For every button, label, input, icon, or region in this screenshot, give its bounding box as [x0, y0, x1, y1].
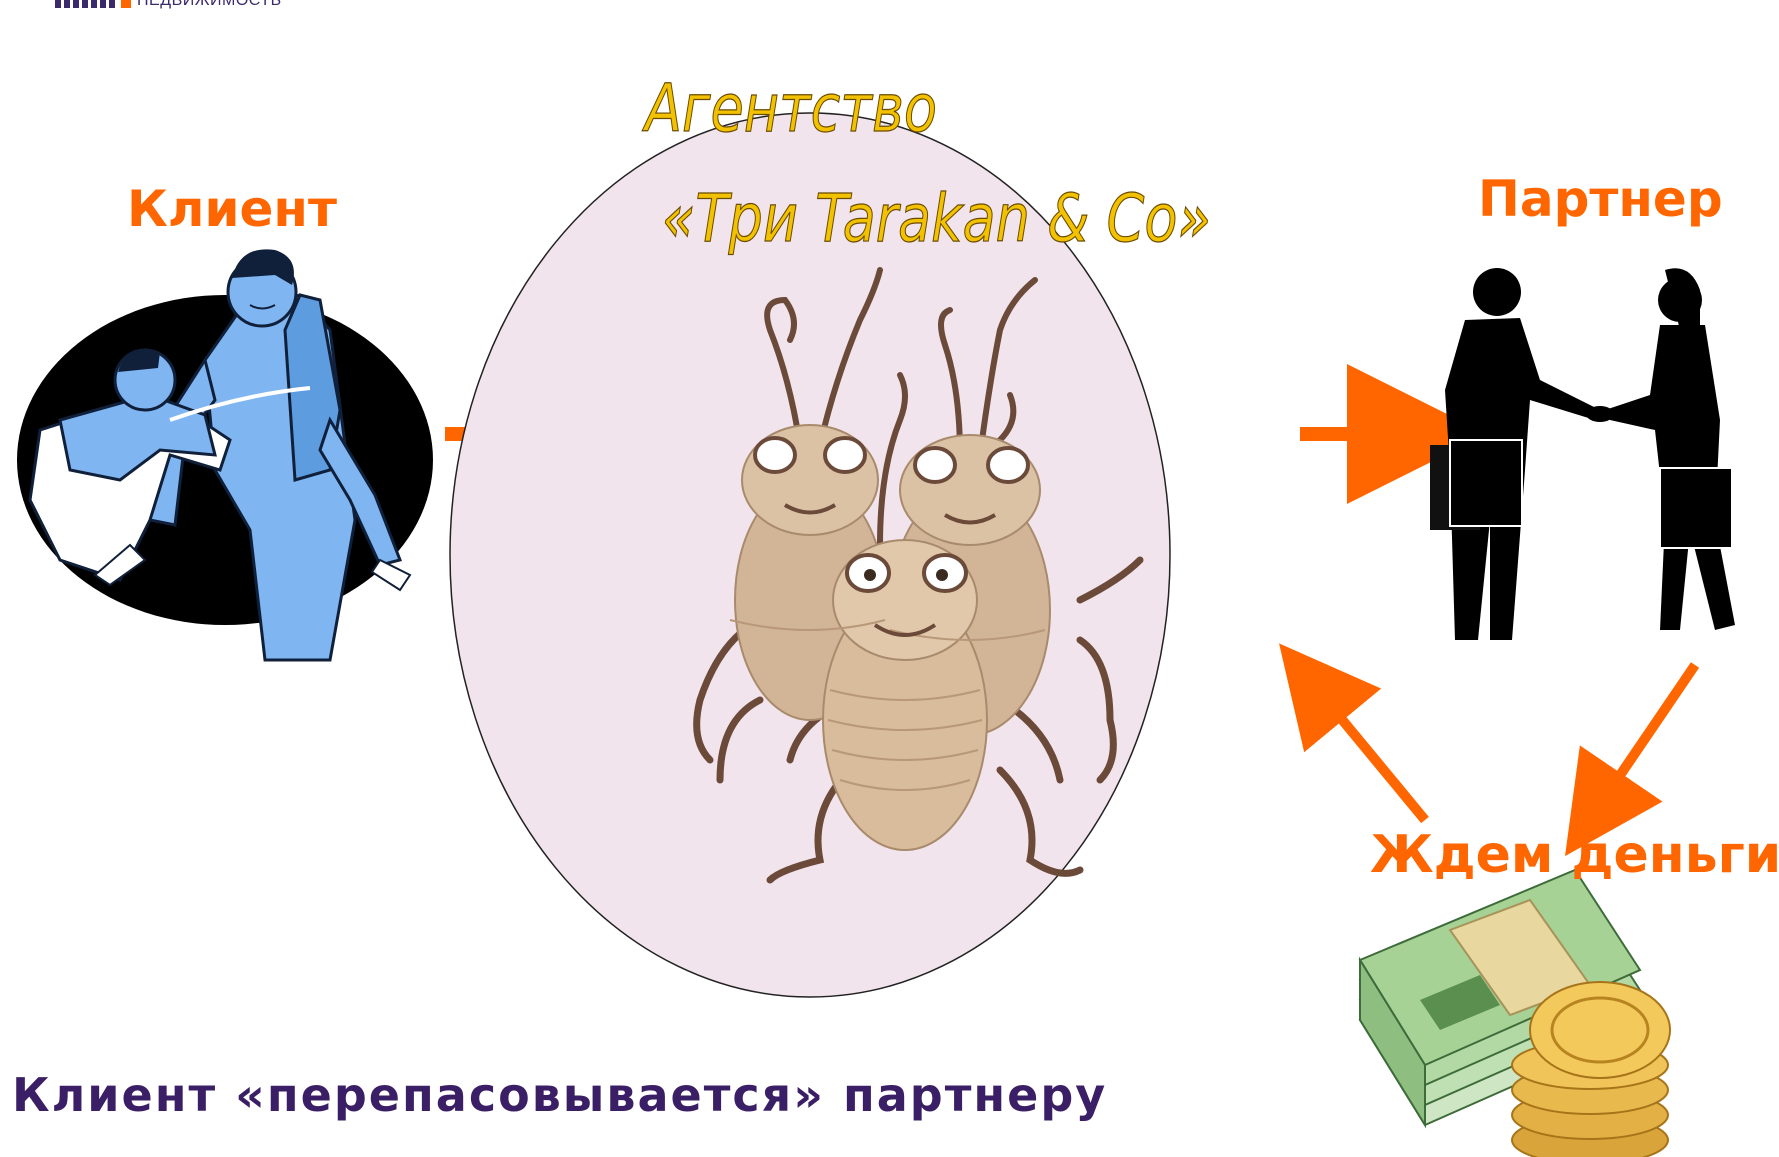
caption: Клиент «перепасовывается» партнеру — [12, 1068, 1107, 1122]
arrow-partner-to-money — [1610, 665, 1695, 790]
client-label: Клиент — [127, 180, 337, 238]
client-illustration — [17, 249, 433, 660]
handshake-illustration — [1430, 268, 1735, 640]
money-illustration — [1360, 870, 1670, 1157]
agency-title-line1: Агентство — [645, 70, 937, 147]
partner-label: Партнер — [1478, 170, 1723, 228]
agency-title-line2: «Три Tarakan & Co» — [662, 180, 1211, 257]
arrow-money-to-agency — [1330, 705, 1425, 820]
waiting-money-label: Ждем деньги — [1370, 825, 1779, 885]
